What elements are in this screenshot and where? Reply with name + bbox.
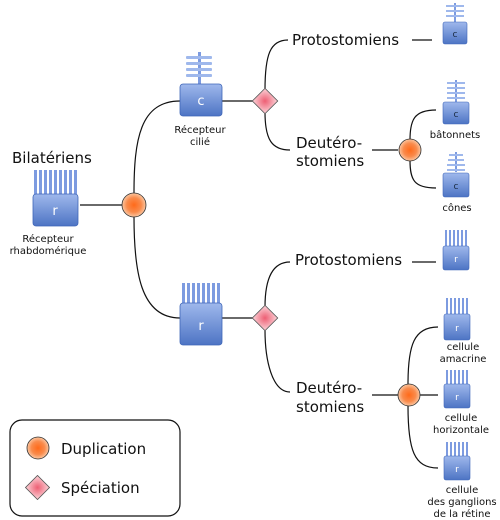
rhabdomeric-cell-ganglions: r [443, 442, 471, 481]
rhabdomeric-cell-amacrine: r [443, 298, 471, 341]
branch-batonnets [409, 109, 437, 141]
leaf-label-horizontale-1: cellule [445, 413, 477, 424]
lower-deuterostome-label-2: stomiens [296, 398, 364, 416]
upper-protostome-label: Protostomiens [292, 31, 399, 49]
cell-letter: c [453, 30, 458, 40]
upper-caption-2: cilié [190, 136, 210, 148]
leaf-label-batonnets: bâtonnets [430, 129, 480, 141]
leaf-label-horizontale-2: horizontale [433, 425, 489, 436]
cell-letter: r [455, 465, 459, 475]
branch-lower-proto [264, 261, 291, 308]
lower-protostome-label: Protostomiens [295, 251, 402, 269]
rhabdomeric-cell-lower-proto: r [442, 230, 470, 271]
branch-lower-deut [264, 329, 291, 393]
ciliary-cell-batonnets: c [442, 80, 470, 125]
root-title: Bilatériens [12, 149, 92, 167]
duplication-node-root [121, 192, 147, 218]
cell-letter: c [197, 94, 204, 109]
branch-to-ciliary [133, 100, 181, 194]
cell-letter: r [198, 319, 204, 334]
root-caption-2: rhabdomérique [10, 245, 87, 257]
branch-upper-proto [264, 39, 289, 91]
cell-letter: c [454, 110, 459, 120]
ciliary-cell-upper: c [179, 52, 223, 117]
duplication-node-lower-deut [397, 383, 421, 407]
cell-letter: r [454, 255, 458, 265]
leaf-label-ganglions-1: cellule [446, 485, 478, 496]
leaf-label-cones: cônes [442, 202, 471, 214]
legend-speciation-label: Spéciation [61, 479, 140, 497]
upper-caption-1: Récepteur [174, 124, 226, 136]
rhabdomeric-cell-root: r [32, 170, 79, 227]
cell-letter: r [52, 204, 58, 219]
ciliary-cell-upper-proto: c [442, 3, 468, 45]
speciation-node-lower [251, 304, 279, 332]
leaf-label-amacrine-1: cellule [447, 342, 479, 353]
cell-letter: r [455, 393, 459, 403]
duplication-node-upper-deut [398, 138, 422, 162]
branch-upper-deut [264, 111, 291, 151]
upper-deuterostome-label-2: stomiens [296, 152, 364, 170]
lower-deuterostome-label-1: Deutéro- [296, 379, 362, 397]
tree-branches [80, 39, 439, 469]
cell-letter: c [454, 182, 459, 192]
legend-duplication-label: Duplication [61, 440, 146, 458]
ciliary-cell-cones: c [442, 152, 470, 198]
legend: Duplication Spéciation [9, 419, 181, 517]
branch-ganglions [407, 405, 439, 469]
branch-amacrine [407, 326, 439, 385]
branch-to-rhabdomeric [133, 216, 181, 319]
speciation-node-upper [251, 87, 279, 115]
legend-duplication-icon [26, 436, 50, 460]
branch-cones [409, 159, 437, 189]
leaf-label-amacrine-2: amacrine [440, 354, 487, 365]
legend-speciation-icon [24, 474, 51, 501]
rhabdomeric-cell-horizontale: r [443, 370, 471, 409]
root-caption-1: Récepteur [22, 233, 74, 245]
leaf-label-ganglions-2: des ganglions [427, 497, 496, 508]
cell-letter: r [455, 324, 459, 334]
upper-deuterostome-label-1: Deutéro- [296, 134, 362, 152]
leaf-label-ganglions-3: de la rétine [434, 508, 491, 520]
rhabdomeric-cell-lower: r [179, 283, 223, 346]
